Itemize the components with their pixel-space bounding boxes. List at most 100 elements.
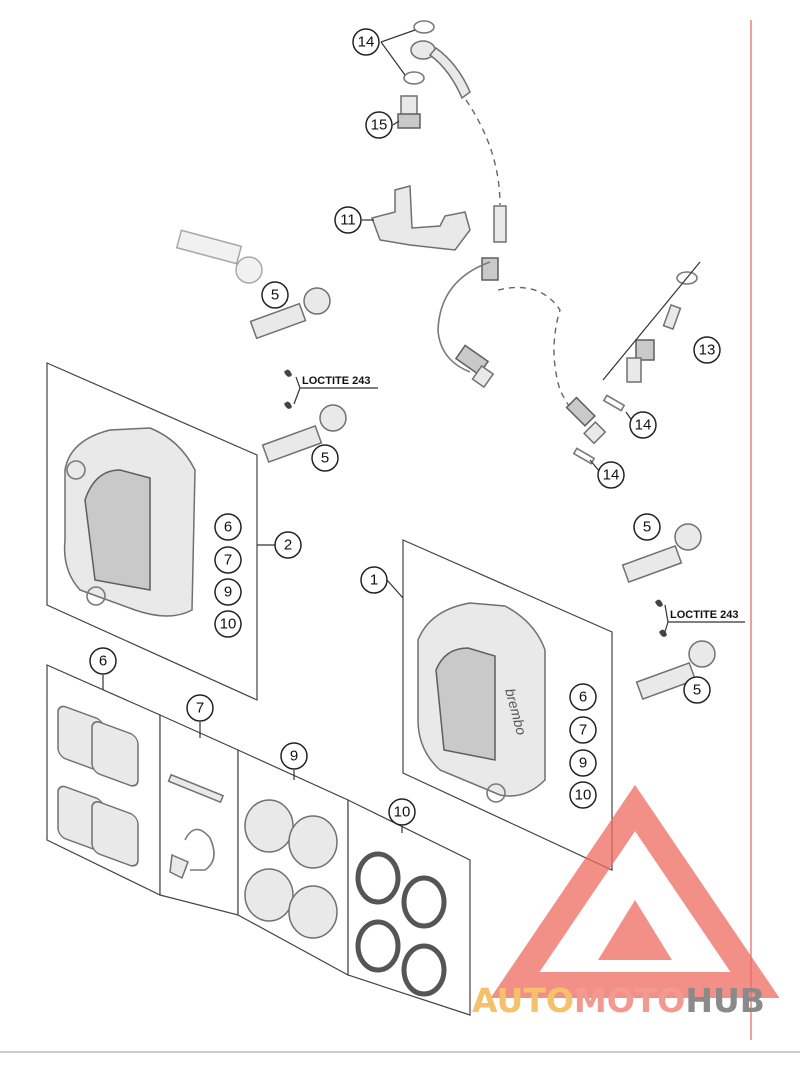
- callout-10-right-label: 10: [575, 787, 592, 804]
- bolt-left-bottom-head: [319, 404, 347, 432]
- callout-14-top: 14: [352, 28, 380, 56]
- bolt-right-bottom-head: [688, 640, 716, 668]
- callout-9-left: 9: [214, 578, 242, 606]
- caliper-right-inner: [435, 647, 496, 761]
- hose-bracket: [371, 185, 471, 251]
- callout-10-right: 10: [569, 781, 597, 809]
- caliper-right-mount: [486, 783, 506, 803]
- callout-11-ring: [334, 206, 362, 234]
- callout-5-upper-right: 5: [633, 513, 661, 541]
- callout-7-right: 7: [569, 716, 597, 744]
- bolt-right-top: [621, 523, 702, 583]
- kit-hex: [635, 339, 655, 361]
- seal-1: [355, 851, 401, 905]
- hose-dashed-upper: [465, 99, 501, 206]
- callout-6-right-ring: [569, 683, 597, 711]
- seal-4: [401, 943, 447, 997]
- hose-junction: [493, 205, 507, 243]
- callout-14-low: 14: [597, 461, 625, 489]
- callout-2-label: 2: [284, 537, 292, 554]
- loctite-drop-left-b: [284, 401, 292, 409]
- callout-1-label: 1: [370, 572, 378, 589]
- pad-pin-kit: [167, 773, 225, 880]
- bolt-right-bottom: [635, 640, 716, 700]
- bolt-right-top-shaft: [621, 545, 683, 583]
- callout-7-right-label: 7: [579, 722, 587, 739]
- callout-6-left-ring: [214, 513, 242, 541]
- callout-5-lower-left-ring: [311, 444, 339, 472]
- callout-9-bottom: 9: [280, 742, 308, 770]
- callout-10-bottom-label: 10: [394, 804, 411, 821]
- piston-1: [244, 799, 294, 853]
- callout-15-ring: [365, 111, 393, 139]
- seal-3: [355, 919, 401, 973]
- pad-spring-clip: [184, 828, 215, 871]
- callout-10-bottom: 10: [388, 798, 416, 826]
- kit-thread: [626, 357, 642, 383]
- callout-10-left-ring: [214, 610, 242, 638]
- callout-7-bottom-ring: [186, 694, 214, 722]
- callout-14-low-ring: [597, 461, 625, 489]
- loctite-drop-right-a: [655, 599, 663, 607]
- callout-15-label: 15: [371, 117, 388, 134]
- parts-panel-pistons: [237, 749, 349, 977]
- callout-9-bottom-ring: [280, 742, 308, 770]
- leader-14a-b: [380, 41, 406, 76]
- callout-5-lower-left: 5: [311, 444, 339, 472]
- caliper-left-inner: [84, 469, 151, 591]
- bolt-left-top: [249, 287, 331, 340]
- brake-pad-4: [91, 801, 139, 867]
- hose-upper: [428, 46, 471, 100]
- callout-13: 13: [693, 336, 721, 364]
- callout-10-left-label: 10: [220, 616, 237, 633]
- callout-6-bottom: 6: [89, 647, 117, 675]
- callout-7-bottom: 7: [186, 694, 214, 722]
- callout-1: 1: [360, 566, 388, 594]
- bleeder-hex: [397, 113, 421, 129]
- callout-15: 15: [365, 111, 393, 139]
- callout-5-lower-right: 5: [683, 676, 711, 704]
- pad-pin: [167, 773, 225, 804]
- callout-1-ring: [360, 566, 388, 594]
- leader-1: [386, 579, 404, 599]
- hose-right-tip: [583, 421, 607, 445]
- callout-7-right-ring: [569, 716, 597, 744]
- callout-5-upper-left-label: 5: [271, 287, 279, 304]
- callout-13-ring: [693, 336, 721, 364]
- callout-6-left-label: 6: [224, 519, 232, 536]
- callout-2-ring: [274, 531, 302, 559]
- callout-14-low-label: 14: [603, 467, 620, 484]
- kit-washer: [676, 271, 698, 285]
- washer-top: [413, 20, 435, 34]
- bolt-upper-gray-head: [235, 256, 263, 284]
- callout-11-label: 11: [340, 212, 356, 229]
- automotohub-watermark: AUTOMOTOHUB: [472, 784, 780, 1020]
- bolt-right-bottom-shaft: [635, 662, 697, 700]
- bolt-left-bottom: [261, 404, 347, 463]
- bolt-upper-gray-shaft: [175, 229, 243, 265]
- watermark-moto: MOTO: [574, 981, 685, 1020]
- washer-fitting-b: [572, 447, 596, 465]
- callout-10-right-ring: [569, 781, 597, 809]
- callout-9-right: 9: [569, 749, 597, 777]
- callout-5-lower-right-ring: [683, 676, 711, 704]
- callout-5-upper-left-ring: [261, 281, 289, 309]
- watermark-text: AUTOMOTOHUB: [472, 981, 765, 1020]
- pad-cotter: [169, 853, 189, 880]
- callout-11: 11: [334, 206, 362, 234]
- hose-right-branch: [497, 286, 581, 421]
- callout-6-right-label: 6: [579, 689, 587, 706]
- washer-fitting-a: [602, 394, 626, 412]
- hose-right-end: [565, 396, 596, 427]
- watermark-logo-icon: [490, 784, 780, 998]
- caliper-right: brembo: [417, 602, 546, 803]
- caliper-left-mount-top: [66, 460, 86, 480]
- caliper-left: [63, 427, 196, 617]
- watermark-auto: AUTO: [472, 981, 574, 1020]
- callout-14-top-label: 14: [358, 34, 375, 51]
- hose-junction-body: [481, 257, 499, 281]
- callout-7-bottom-label: 7: [196, 700, 204, 717]
- callout-14-mid: 14: [629, 411, 657, 439]
- callout-7-left-ring: [214, 546, 242, 574]
